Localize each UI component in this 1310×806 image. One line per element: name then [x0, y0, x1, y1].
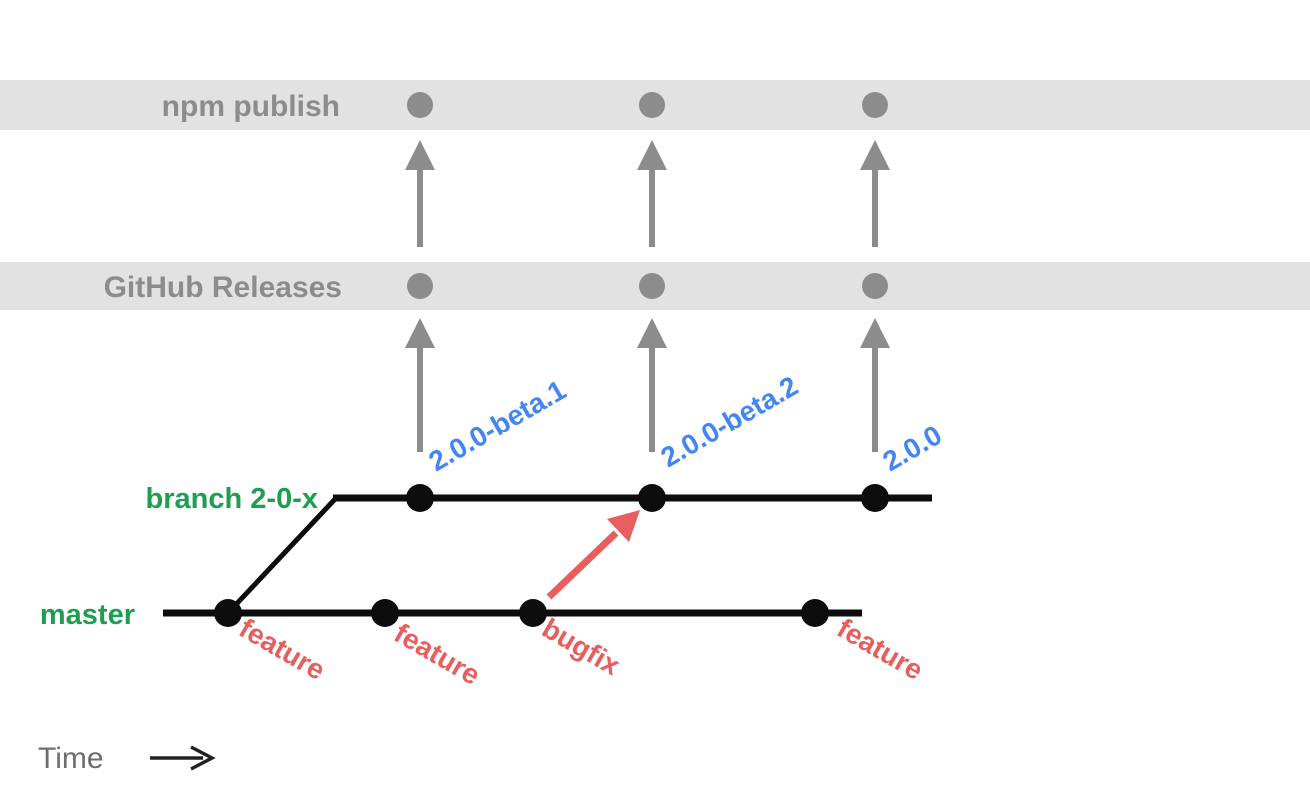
commit-label: feature — [234, 612, 330, 686]
arrow-up-icon — [405, 318, 435, 348]
commit-label: bugfix — [537, 612, 626, 681]
commit-dot — [519, 599, 547, 627]
commit-dot — [638, 484, 666, 512]
release-tag-label: 2.0.0-beta.2 — [656, 370, 804, 473]
release-tag-label: 2.0.0-beta.1 — [424, 374, 572, 477]
github-release-dot — [407, 273, 433, 299]
npm-publish-dot — [639, 92, 665, 118]
commit-dot — [801, 599, 829, 627]
master-branch-label: master — [40, 599, 135, 631]
github-releases-label: GitHub Releases — [104, 271, 342, 304]
arrow-up-icon — [637, 318, 667, 348]
commit-dot — [861, 484, 889, 512]
release-branch-label: branch 2-0-x — [146, 483, 318, 515]
npm-publish-label: npm publish — [162, 90, 340, 123]
commit-dot — [406, 484, 434, 512]
arrow-right-icon — [190, 745, 216, 771]
arrow-up-icon — [860, 140, 890, 170]
commit-dot — [371, 599, 399, 627]
commit-dot — [214, 599, 242, 627]
arrow-up-icon — [405, 140, 435, 170]
release-tag-label: 2.0.0 — [878, 419, 947, 477]
commit-label: feature — [832, 612, 928, 686]
time-axis-label: Time — [38, 742, 104, 775]
arrow-up-icon — [637, 140, 667, 170]
commit-label: feature — [389, 617, 485, 691]
npm-publish-dot — [862, 92, 888, 118]
npm-publish-dot — [407, 92, 433, 118]
github-release-dot — [639, 273, 665, 299]
branch-fork-line — [226, 495, 339, 615]
arrow-up-right-icon — [607, 510, 640, 542]
github-release-dot — [862, 273, 888, 299]
arrow-up-icon — [860, 318, 890, 348]
bugfix-merge-arrow — [546, 530, 619, 600]
